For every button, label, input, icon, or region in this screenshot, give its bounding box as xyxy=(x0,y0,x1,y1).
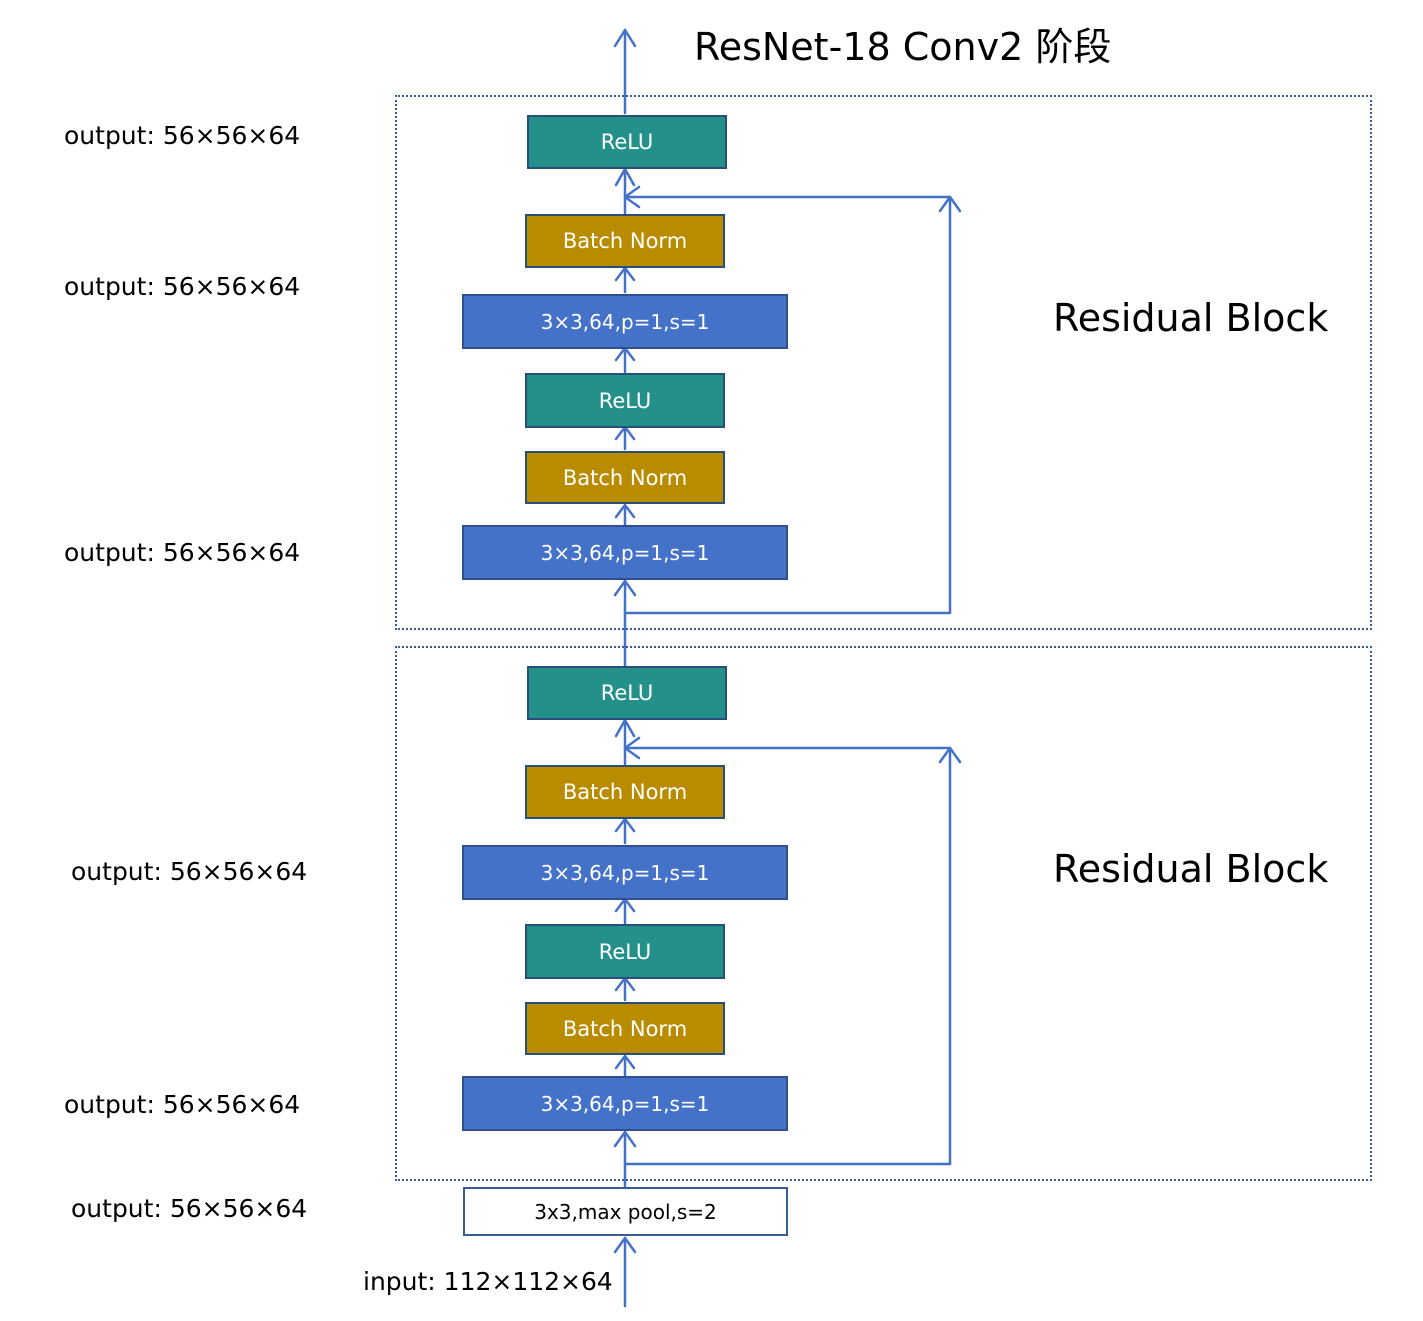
batch-norm-layer: Batch Norm xyxy=(525,765,725,819)
relu-layer: ReLU xyxy=(525,924,725,979)
conv-layer: 3×3,64,p=1,s=1 xyxy=(462,294,788,349)
output-shape-label: output: 56×56×64 xyxy=(64,1090,301,1119)
input-shape-label: input: 112×112×64 xyxy=(363,1267,613,1296)
relu-layer: ReLU xyxy=(525,373,725,428)
output-shape-label: output: 56×56×64 xyxy=(64,538,301,567)
conv-layer: 3×3,64,p=1,s=1 xyxy=(462,525,788,580)
batch-norm-layer: Batch Norm xyxy=(525,214,725,268)
diagram-title: ResNet-18 Conv2 阶段 xyxy=(694,25,1112,69)
skip-connection-1 xyxy=(623,195,952,615)
max-pool-layer: 3x3,max pool,s=2 xyxy=(463,1187,788,1236)
residual-block-label: Residual Block xyxy=(1053,296,1329,340)
residual-block-label: Residual Block xyxy=(1053,847,1329,891)
batch-norm-layer: Batch Norm xyxy=(525,451,725,504)
conv-layer: 3×3,64,p=1,s=1 xyxy=(462,845,788,900)
output-shape-label: output: 56×56×64 xyxy=(71,857,308,886)
batch-norm-layer: Batch Norm xyxy=(525,1002,725,1055)
output-shape-label: output: 56×56×64 xyxy=(71,1194,308,1223)
output-shape-label: output: 56×56×64 xyxy=(64,121,301,150)
residual-block-2-frame xyxy=(395,646,1372,1181)
output-shape-label: output: 56×56×64 xyxy=(64,272,301,301)
skip-connection-2 xyxy=(623,746,952,1166)
relu-layer: ReLU xyxy=(527,666,727,720)
residual-block-1-frame xyxy=(395,95,1372,630)
relu-layer: ReLU xyxy=(527,115,727,169)
conv-layer: 3×3,64,p=1,s=1 xyxy=(462,1076,788,1131)
